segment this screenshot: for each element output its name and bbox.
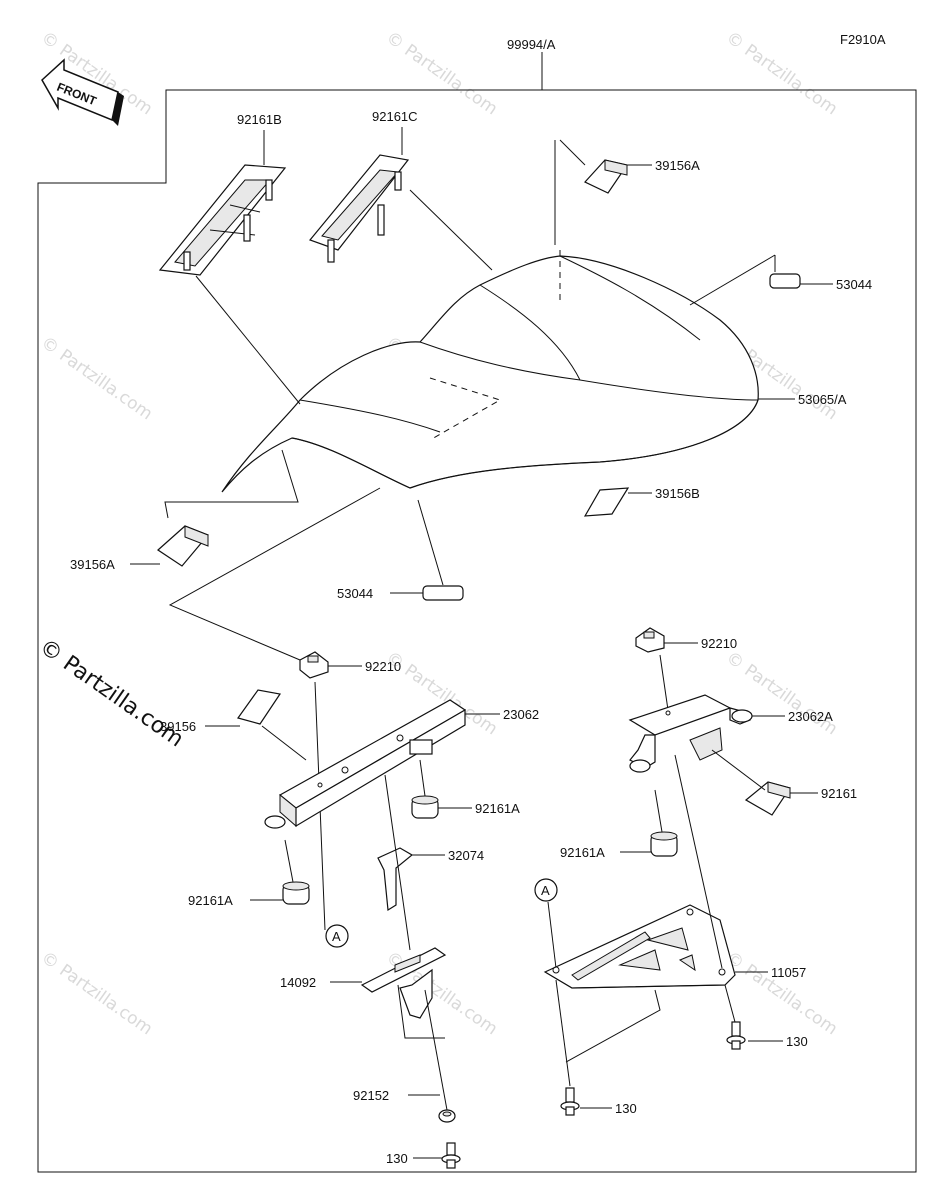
part-label-53065A: 53065/A xyxy=(798,392,847,407)
damper-92161A-left xyxy=(282,881,310,905)
pad-39156A-top xyxy=(584,159,628,194)
damper-92161A-mid xyxy=(411,795,439,819)
damper-92161A-right xyxy=(650,831,678,857)
pad-39156 xyxy=(237,689,282,725)
leader-line xyxy=(659,654,669,711)
part-label-130-bottom-mid: 130 xyxy=(615,1101,637,1116)
leader-line xyxy=(419,759,426,797)
pad-39156A-left xyxy=(157,525,209,567)
watermark-text: © Partzilla.com xyxy=(37,333,156,425)
part-label-99994A: 99994/A xyxy=(507,37,556,52)
watermark-text: © Partzilla.com xyxy=(722,28,841,120)
leader-line xyxy=(674,754,723,969)
watermark-side-text: © Partzilla.com xyxy=(35,634,188,752)
leader-line xyxy=(284,839,294,883)
leader-line xyxy=(555,979,571,1087)
leader-line xyxy=(397,984,445,1039)
watermark-layer: © Partzilla.com © Partzilla.com © Partzi… xyxy=(35,28,842,1040)
leader-line xyxy=(261,725,307,761)
watermark-text: © Partzilla.com xyxy=(722,648,841,740)
bracket-23062A xyxy=(628,694,753,773)
bolt-130-right xyxy=(726,1021,746,1050)
watermark-text: © Partzilla.com xyxy=(382,28,501,120)
leader-line xyxy=(654,789,663,833)
damper-53044-top xyxy=(769,273,801,289)
leader-line xyxy=(384,774,411,951)
leader-line xyxy=(424,989,448,1111)
plate-11057 xyxy=(543,904,736,989)
part-label-92210-left: 92210 xyxy=(365,659,401,674)
leader-line xyxy=(689,254,776,306)
nut-92210-left xyxy=(299,651,329,679)
leader-line xyxy=(565,989,661,1063)
part-label-32074: 32074 xyxy=(448,848,484,863)
leader-line xyxy=(547,901,557,969)
kit-boundary xyxy=(37,89,917,1173)
part-label-92161A-left: 92161A xyxy=(188,893,233,908)
part-label-14092: 14092 xyxy=(280,975,316,990)
part-label-39156: 39156 xyxy=(160,719,196,734)
part-label-130-right: 130 xyxy=(786,1034,808,1049)
part-label-39156B: 39156B xyxy=(655,486,700,501)
leader-line xyxy=(195,275,301,405)
grab-handle-92161C xyxy=(308,154,410,263)
callout-a-label: A xyxy=(332,929,341,944)
part-label-23062: 23062 xyxy=(503,707,539,722)
part-label-92161A-mid: 92161A xyxy=(475,801,520,816)
watermark-text: © Partzilla.com xyxy=(382,948,501,1040)
part-label-23062A: 23062A xyxy=(788,709,833,724)
clip-32074 xyxy=(377,847,414,912)
bolt-130-bottom-mid xyxy=(560,1087,580,1116)
part-label-53044-mid: 53044 xyxy=(337,586,373,601)
part-label-92210-right: 92210 xyxy=(701,636,737,651)
callout-a-right: A xyxy=(534,878,558,902)
part-label-92161C: 92161C xyxy=(372,109,418,124)
part-label-53044-top: 53044 xyxy=(836,277,872,292)
part-label-130-bottom-left: 130 xyxy=(386,1151,408,1166)
part-label-92161: 92161 xyxy=(821,786,857,801)
leader-line xyxy=(164,449,299,519)
bracket-14092 xyxy=(360,947,447,1019)
watermark-text: © Partzilla.com xyxy=(37,948,156,1040)
leader-line xyxy=(417,499,444,586)
leader-line xyxy=(711,749,766,791)
leader-line xyxy=(409,189,493,271)
part-label-92161A-right: 92161A xyxy=(560,845,605,860)
grab-handle-92161B xyxy=(158,164,287,276)
part-label-92161B: 92161B xyxy=(237,112,282,127)
nut-92210-right xyxy=(635,627,665,653)
leader-line xyxy=(168,487,381,661)
damper-53044-mid xyxy=(422,585,464,601)
callout-a-label: A xyxy=(541,883,550,898)
part-label-11057: 11057 xyxy=(771,965,806,980)
leader-line xyxy=(724,984,736,1023)
leader-line xyxy=(559,139,586,166)
pad-92161 xyxy=(744,781,791,816)
nut-92152 xyxy=(438,1109,456,1123)
pad-39156B xyxy=(583,487,630,517)
part-label-39156A-top: 39156A xyxy=(655,158,700,173)
diagram-code: F2910A xyxy=(840,32,886,47)
part-label-92152: 92152 xyxy=(353,1088,389,1103)
callout-a-left: A xyxy=(325,924,349,948)
bolt-130-bottom-left xyxy=(441,1142,461,1169)
seat-cowl xyxy=(221,250,759,493)
part-label-39156A-left: 39156A xyxy=(70,557,115,572)
bracket-23062 xyxy=(264,699,467,829)
